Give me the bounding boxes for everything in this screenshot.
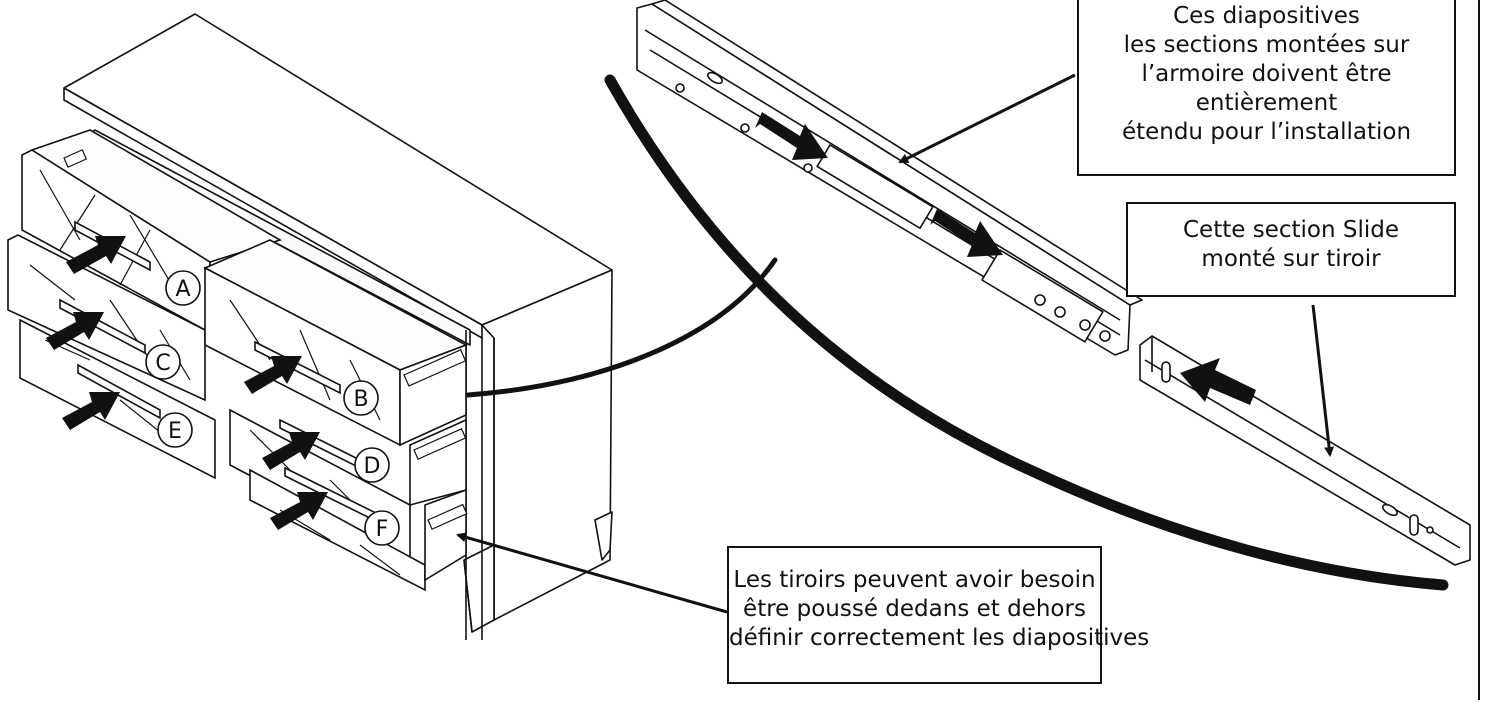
drawer-a-box — [30, 129, 282, 263]
push-arrow-f — [270, 492, 328, 530]
push-arrow-c — [46, 312, 104, 350]
callout-cabinet-slides-line-4: entièrement — [1195, 90, 1338, 116]
drawer-label-d: D — [364, 454, 381, 479]
page-frame-right-edge — [1478, 0, 1480, 700]
callout-drawers-push-line-2: être poussé dedans et dehors — [743, 596, 1086, 622]
push-arrows — [46, 236, 328, 530]
drawer-slide-arrow — [1180, 358, 1256, 405]
leader-arrows — [456, 73, 1335, 614]
drawer-letter-circles — [145, 270, 400, 546]
callout-drawer-slide: Cette section Slide monté sur tiroir — [1126, 202, 1456, 297]
leader-cabinet-slide — [898, 73, 1076, 164]
callout-cabinet-slides: Ces diapositives les sections montées su… — [1077, 0, 1456, 176]
drawer-label-f: F — [376, 517, 389, 542]
push-arrow-d — [262, 432, 320, 470]
leader-drawer-slide — [1311, 304, 1335, 457]
drawer-letters: A B C D E F — [155, 277, 388, 542]
dresser-leg-front — [463, 544, 495, 633]
callout-drawers-push-line-1: Les tiroirs peuvent avoir besoin — [733, 567, 1096, 593]
dresser-side — [481, 269, 613, 621]
zoom-curves — [465, 74, 1449, 591]
dresser-leg-right-back — [594, 511, 613, 561]
push-arrow-e — [62, 392, 120, 430]
leader-drawers-push — [456, 532, 728, 614]
callout-cabinet-slides-line-3: l’armoire doivent être — [1141, 61, 1392, 87]
drawer-label-e: E — [168, 419, 182, 444]
drawer-label-b: B — [353, 387, 368, 412]
handle-e — [77, 363, 161, 420]
drawer-label-a: A — [175, 277, 190, 302]
drawer-slide-rails — [63, 149, 468, 530]
callout-drawers-push: Les tiroirs peuvent avoir besoin être po… — [727, 546, 1150, 684]
callout-drawers-push-line-3: définir correctement les diapositives — [729, 625, 1150, 651]
zoom-curve-outer — [604, 74, 1449, 591]
slide-extend-arrow-2 — [930, 209, 1003, 257]
handle-b — [254, 340, 341, 395]
zoom-curve-inner — [465, 257, 778, 398]
cabinet-slide — [636, 0, 1143, 356]
callout-cabinet-slides-line-1: Ces diapositives — [1173, 3, 1360, 29]
push-arrow-a — [66, 236, 126, 274]
push-arrow-b — [244, 356, 302, 394]
callout-cabinet-slides-line-2: les sections montées sur — [1123, 32, 1410, 58]
callout-cabinet-slides-line-5: étendu pour l’installation — [1121, 119, 1412, 145]
slide-extend-arrows — [755, 112, 1003, 257]
callout-drawer-slide-line-2: monté sur tiroir — [1201, 246, 1381, 272]
drawer-label-c: C — [155, 351, 170, 376]
callout-drawer-slide-line-1: Cette section Slide — [1183, 217, 1399, 243]
slide-extend-arrow-1 — [755, 112, 828, 160]
